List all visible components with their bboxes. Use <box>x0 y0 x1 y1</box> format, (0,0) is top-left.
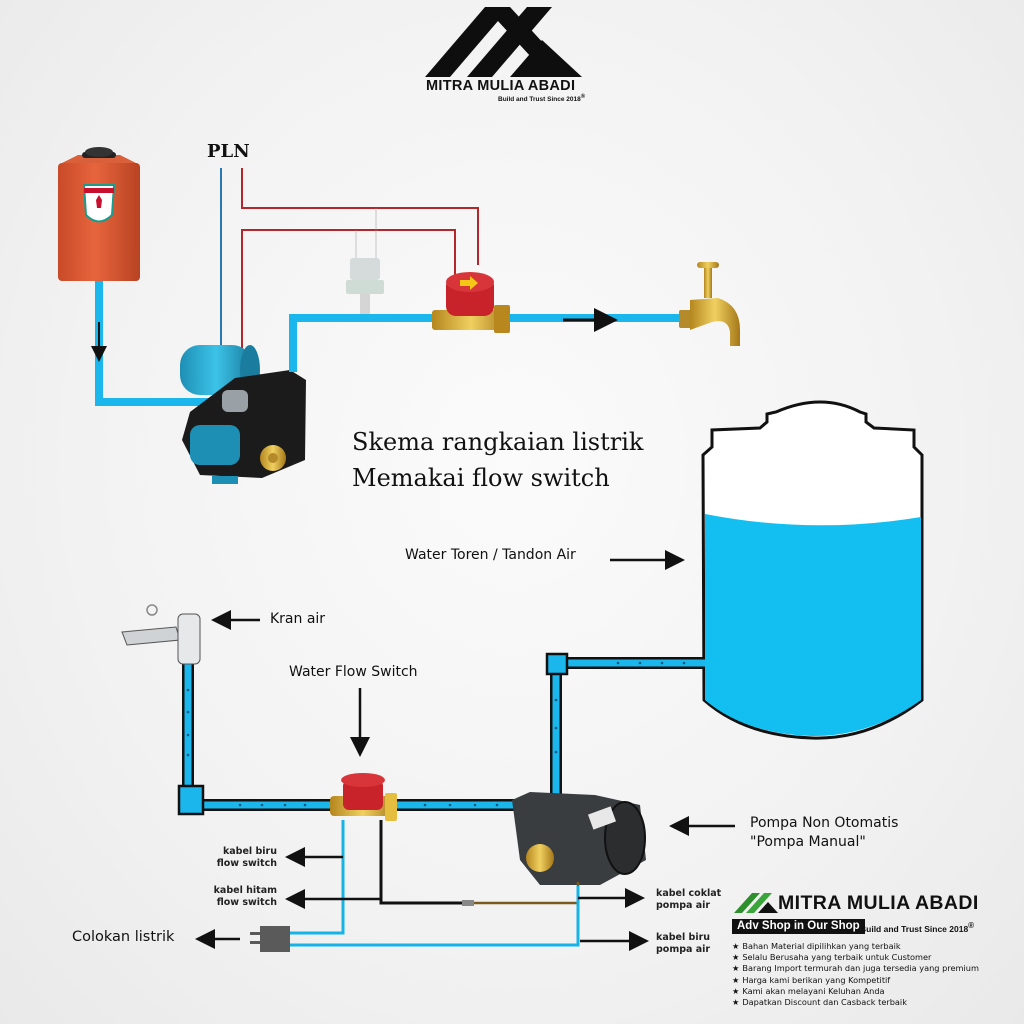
wire-cyan-pump <box>290 886 580 947</box>
brand-logo-mountains-green <box>734 893 778 913</box>
wire-brown-pump <box>470 882 580 905</box>
label-kabel-biru-pa-line1: kabel biru <box>656 932 711 943</box>
label-kabel-coklat-line1: kabel coklat <box>656 888 722 899</box>
bullet-item: ★Bahan Material dipilihkan yang terbaik <box>732 941 979 952</box>
wire-cyan-flow-switch <box>290 820 345 935</box>
bullet-text: Selalu Berusaha yang terbaik untuk Custo… <box>742 952 932 963</box>
flow-switch-bottom <box>330 773 397 821</box>
brand-logo-mountains <box>425 7 582 77</box>
star-icon: ★ <box>732 985 740 996</box>
label-kabel-biru-pompa: kabel biru pompa air <box>656 932 710 956</box>
label-pompa: Pompa Non Otomatis "Pompa Manual" <box>750 814 898 852</box>
wire-connector <box>462 900 474 906</box>
footer-bullet-list: ★Bahan Material dipilihkan yang terbaik … <box>732 941 979 1008</box>
label-colokan-listrik: Colokan listrik <box>72 929 175 945</box>
diagram-title-line2: Memakai flow switch <box>352 464 610 492</box>
electric-plug-icon <box>250 926 290 952</box>
label-kabel-coklat-line2: pompa air <box>656 900 711 911</box>
bullet-text: Dapatkan Discount dan Casback terbaik <box>742 997 907 1008</box>
bullet-item: ★Dapatkan Discount dan Casback terbaik <box>732 997 979 1008</box>
label-pompa-line1: Pompa Non Otomatis <box>750 815 899 831</box>
star-icon: ★ <box>732 963 740 974</box>
label-kabel-hitam-fs-line1: kabel hitam <box>213 885 277 896</box>
star-icon: ★ <box>732 974 740 985</box>
liverpool-crest-icon <box>82 184 116 223</box>
bullet-text: Barang Import termurah dan juga tersedia… <box>742 963 979 974</box>
bullet-item: ★Selalu Berusaha yang terbaik untuk Cust… <box>732 952 979 963</box>
label-pompa-line2: "Pompa Manual" <box>750 834 866 850</box>
flow-switch-top <box>432 272 510 333</box>
pipe-pump-to-faucet <box>289 314 688 372</box>
label-kabel-coklat-pompa: kabel coklat pompa air <box>656 888 721 912</box>
label-kabel-biru-flow-switch: kabel biru flow switch <box>215 846 277 870</box>
footer-tagline-text: Build and Trust Since 2018 <box>860 923 969 934</box>
bullet-text: Harga kami berikan yang Kompetitif <box>742 974 891 985</box>
label-kabel-biru-pa-line2: pompa air <box>656 944 711 955</box>
label-kabel-hitam-flow-switch: kabel hitam flow switch <box>205 885 277 909</box>
wire-pln-red-2 <box>241 229 456 350</box>
label-kabel-hitam-fs-line2: flow switch <box>216 897 277 908</box>
header-tagline-text: Build and Trust Since 2018 <box>498 96 581 104</box>
label-kabel-biru-fs-line1: kabel biru <box>222 846 277 857</box>
pipe-flow-dots <box>554 661 686 754</box>
label-kran-air: Kran air <box>270 611 326 627</box>
header-brand-tagline: Build and Trust Since 2018® <box>498 94 585 103</box>
pipe-pump-to-faucet-bottom <box>177 662 520 816</box>
star-icon: ★ <box>732 997 740 1008</box>
footer-registered-mark: ® <box>968 921 975 930</box>
diagram-title-line1: Skema rangkaian listrik <box>352 428 644 456</box>
bullet-item: ★Kami akan melayani Keluhan Anda <box>732 986 979 997</box>
tank-water-fill <box>705 514 921 737</box>
footer-brand-name: MITRA MULIA ABADI <box>778 892 979 914</box>
footer-brand-badge: Adv Shop in Our Shop <box>732 919 865 934</box>
pipe-flow-dots-2 <box>186 688 499 807</box>
star-icon: ★ <box>732 952 740 963</box>
bullet-text: Bahan Material dipilihkan yang terbaik <box>742 941 901 951</box>
registered-mark: ® <box>580 94 586 100</box>
star-icon: ★ <box>732 941 740 951</box>
header-brand-name: MITRA MULIA ABADI <box>426 78 576 94</box>
manual-pump <box>512 792 646 885</box>
bullet-item: ★Harga kami berikan yang Kompetitif <box>732 975 979 986</box>
footer-brand-tagline: Build and Trust Since 2018® <box>860 921 974 934</box>
pipe-tank-to-pump-bottom <box>545 652 705 800</box>
wire-pln-red-1 <box>241 168 479 265</box>
pipe-tank-to-pump <box>95 281 238 406</box>
chrome-faucet <box>121 604 201 665</box>
pln-label: PLN <box>207 141 250 162</box>
label-kabel-biru-fs-line2: flow switch <box>216 858 277 869</box>
water-toren-tank <box>701 400 924 740</box>
wire-black-flow-switch <box>379 820 470 905</box>
automatic-pump <box>180 345 306 484</box>
pressure-switch <box>346 208 384 314</box>
brass-faucet-top <box>679 262 740 346</box>
label-water-flow-switch: Water Flow Switch <box>289 664 418 680</box>
label-water-toren: Water Toren / Tandon Air <box>405 547 576 563</box>
bullet-text: Kami akan melayani Keluhan Anda <box>742 985 885 996</box>
bullet-item: ★Barang Import termurah dan juga tersedi… <box>732 963 979 974</box>
